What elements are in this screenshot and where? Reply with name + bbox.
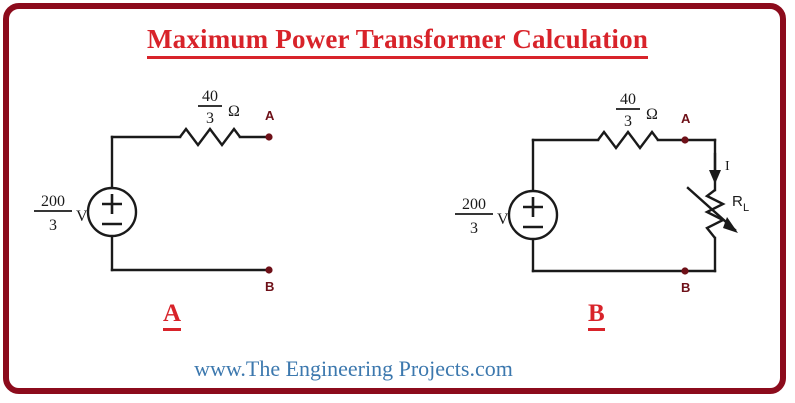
panel-caption-a-text: A bbox=[163, 300, 182, 331]
source-unit-b: V bbox=[497, 211, 509, 228]
variable-arrow-head-b bbox=[723, 217, 738, 233]
terminal-label-b-top: A bbox=[681, 111, 691, 126]
terminal-label-a-bottom: B bbox=[265, 279, 274, 294]
source-unit-a: V bbox=[76, 208, 88, 225]
resistor-numerator-a: 40 bbox=[202, 88, 218, 105]
current-arrow-head-b bbox=[709, 170, 721, 184]
circuit-diagram-a: A B 40 3 Ω 200 3 V bbox=[20, 78, 320, 298]
terminal-dot-b-bottom bbox=[681, 267, 689, 275]
resistor-symbol-b bbox=[597, 130, 659, 150]
terminal-dot-b-top bbox=[681, 136, 689, 144]
footer-url-text: www.The Engineering Projects.com bbox=[194, 356, 513, 381]
terminal-label-b-bottom: B bbox=[681, 280, 690, 295]
resistor-denominator-b: 3 bbox=[624, 113, 632, 130]
resistor-denominator-a: 3 bbox=[206, 110, 214, 127]
page-title: Maximum Power Transformer Calculation bbox=[0, 24, 795, 59]
footer-url: www.The Engineering Projects.com bbox=[0, 356, 795, 382]
source-denominator-a: 3 bbox=[49, 217, 57, 234]
panel-caption-b: B bbox=[588, 300, 605, 331]
panel-caption-b-text: B bbox=[588, 300, 605, 331]
source-numerator-b: 200 bbox=[462, 196, 486, 213]
load-resistor-label-b: R bbox=[732, 193, 743, 210]
circuit-diagram-b: I R L A B 40 3 Ω 200 3 V bbox=[420, 78, 750, 298]
panel-caption-a: A bbox=[163, 300, 182, 331]
source-denominator-b: 3 bbox=[470, 220, 478, 237]
source-numerator-a: 200 bbox=[41, 193, 65, 210]
resistor-unit-b: Ω bbox=[646, 106, 658, 123]
resistor-unit-a: Ω bbox=[228, 103, 240, 120]
terminal-dot-a-top bbox=[265, 133, 273, 141]
load-resistor-symbol-b bbox=[704, 189, 726, 239]
terminal-dot-a-bottom bbox=[265, 266, 273, 274]
terminal-label-a-top: A bbox=[265, 108, 275, 123]
resistor-numerator-b: 40 bbox=[620, 91, 636, 108]
load-resistor-subscript-b: L bbox=[743, 202, 749, 214]
resistor-symbol-a bbox=[179, 127, 241, 147]
page-border bbox=[3, 3, 786, 394]
current-label-b: I bbox=[725, 159, 730, 174]
page-title-text: Maximum Power Transformer Calculation bbox=[146, 24, 649, 59]
